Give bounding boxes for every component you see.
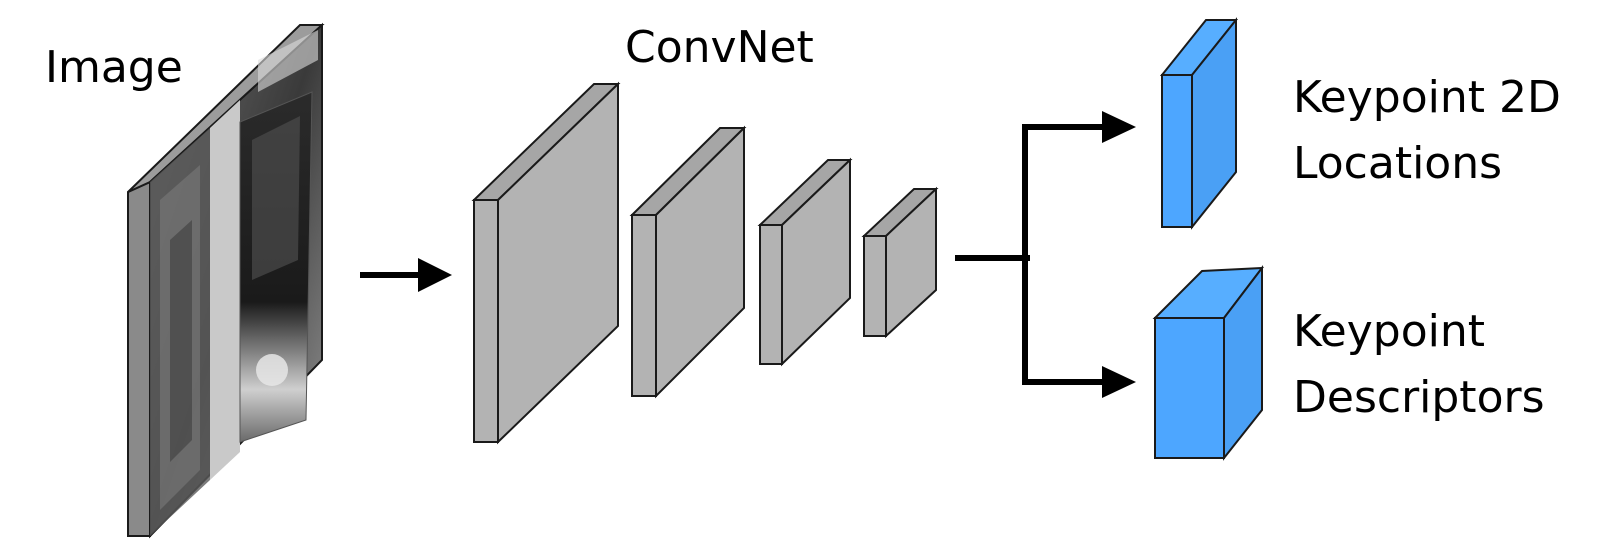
- feature-map-3-front: [759, 224, 783, 365]
- feature-map-4-front: [863, 235, 887, 337]
- feature-map-1-side: [497, 81, 619, 445]
- keypoint-locations-label-line2: Locations: [1293, 138, 1502, 189]
- input-image: [127, 22, 325, 539]
- keypoint-locations-label-line1: Keypoint 2D: [1293, 72, 1561, 123]
- input-arrow: [360, 258, 452, 292]
- keypoint-descriptors-front: [1154, 317, 1225, 459]
- keypoint-locations-block: [1159, 17, 1239, 230]
- photo-thumbnail-icon: [149, 22, 323, 539]
- feature-map-1: [471, 81, 621, 445]
- feature-map-4: [861, 186, 939, 339]
- feature-map-3-side: [781, 157, 851, 367]
- keypoint-descriptors-side: [1223, 265, 1263, 461]
- keypoint-locations-front: [1161, 74, 1193, 228]
- keypoint-descriptors-block: [1152, 265, 1265, 461]
- arrow-to-locations: [1022, 111, 1136, 143]
- feature-map-4-side: [885, 186, 937, 339]
- branch-connector: [955, 124, 1030, 385]
- feature-map-1-front: [473, 199, 499, 443]
- convnet-label: ConvNet: [625, 22, 814, 73]
- feature-map-2-side: [655, 125, 745, 399]
- image-label: Image: [45, 42, 183, 93]
- keypoint-descriptors-label-line1: Keypoint: [1293, 306, 1485, 357]
- arrow-to-descriptors: [1022, 366, 1136, 398]
- keypoint-descriptors-label-line2: Descriptors: [1293, 372, 1545, 423]
- keypoint-locations-side: [1191, 17, 1237, 230]
- feature-map-3: [757, 157, 853, 367]
- input-image-edge: [127, 180, 151, 537]
- feature-map-2: [629, 125, 747, 399]
- feature-map-2-front: [631, 214, 657, 397]
